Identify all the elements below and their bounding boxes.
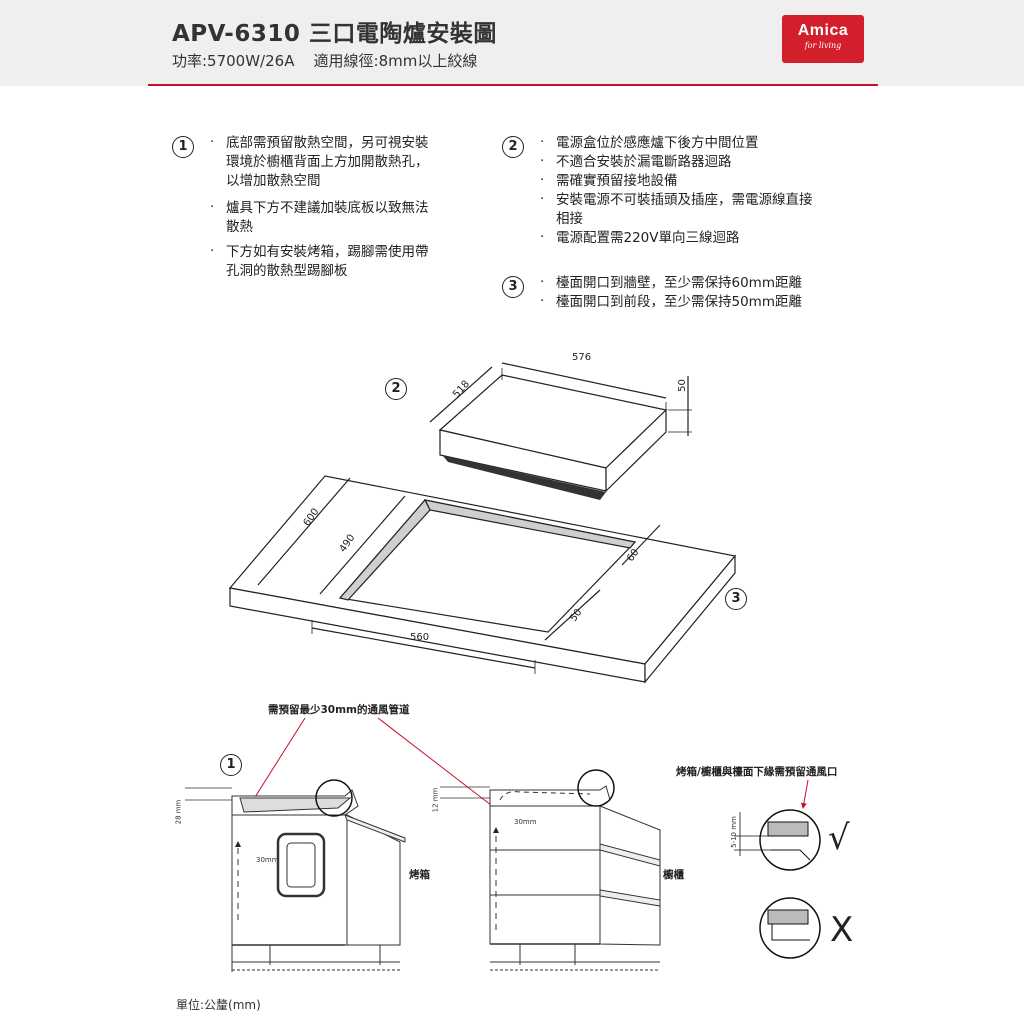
bullet: · <box>540 134 545 150</box>
vent-detail-ng <box>759 897 821 959</box>
dim-28mm: 28 mm <box>174 799 183 825</box>
note-1-item-3: 下方如有安裝烤箱，踢腳需使用帶 孔洞的散熱型踢腳板 <box>226 243 429 281</box>
logo-tagline: for living <box>804 41 842 50</box>
bullet: · <box>210 243 215 259</box>
ng-mark: X <box>830 910 854 950</box>
cabinet-install-drawing <box>440 769 661 971</box>
vent-detail-ok <box>734 809 821 871</box>
dim-hob-width: 576 <box>572 352 592 363</box>
oven-label: 烤箱 <box>409 869 430 881</box>
note-2-marker: 2 <box>502 136 524 158</box>
note-1-item-1: 底部需預留散熱空間，另可視安裝 環境於櫥櫃背面上方加開散熱孔， 以增加散熱空間 <box>226 134 429 191</box>
amica-logo: Amica for living <box>782 15 864 63</box>
note-3-item-2: 檯面開口到前段，至少需保持50mm距離 <box>556 294 802 310</box>
dim-cutout-width: 560 <box>410 632 430 643</box>
line: 安裝電源不可裝插頭及插座，需電源線直接 <box>556 192 813 208</box>
ok-mark: √ <box>828 818 850 858</box>
header-divider <box>148 84 878 86</box>
bullet: · <box>540 274 545 290</box>
hob-marker: 2 <box>385 378 407 400</box>
dim-30mm-oven: 30mm <box>256 856 279 864</box>
note-3-item-1: 檯面開口到牆壁，至少需保持60mm距離 <box>556 275 802 291</box>
cabinet-label: 櫥櫃 <box>663 869 684 881</box>
oven-install-drawing <box>185 779 406 972</box>
note-3-marker: 3 <box>502 276 524 298</box>
bullet: · <box>210 199 215 215</box>
bullet: · <box>540 172 545 188</box>
note-2-item-5: 電源配置需220V單向三線迴路 <box>556 230 740 246</box>
line: 以增加散熱空間 <box>226 173 321 189</box>
page-title: APV-6310 三口電陶爐安裝圖 <box>172 21 497 47</box>
dim-hob-height: 50 <box>676 379 688 392</box>
dim-12mm: 12 mm <box>431 787 440 813</box>
line: 相接 <box>556 211 583 227</box>
note-1-marker: 1 <box>172 136 194 158</box>
duct-note: 需預留最少30mm的通風管道 <box>268 704 410 716</box>
vent-marker: 1 <box>220 754 242 776</box>
logo-brand: Amica <box>797 22 849 39</box>
bullet: · <box>540 229 545 245</box>
line: 環境於櫥櫃背面上方加開散熱孔， <box>226 154 429 170</box>
line: 爐具下方不建議加裝底板以致無法 <box>226 200 429 216</box>
bullet: · <box>210 134 215 150</box>
dim-30mm-cabinet: 30mm <box>514 818 537 826</box>
note-2-item-2: 不適合安裝於漏電斷路器迴路 <box>556 154 732 170</box>
vent-note: 烤箱/櫥櫃與檯面下緣需預留通風口 <box>676 766 838 778</box>
counter-marker: 3 <box>725 588 747 610</box>
note-2-item-1: 電源盒位於感應爐下後方中間位置 <box>556 135 759 151</box>
bullet: · <box>540 293 545 309</box>
bullet: · <box>540 153 545 169</box>
line: 孔洞的散熱型踢腳板 <box>226 263 348 279</box>
unit-note: 單位:公釐(mm) <box>176 998 261 1012</box>
line: 散熱 <box>226 219 253 235</box>
hob-drawing <box>429 362 692 500</box>
dim-gap: 5-10 mm <box>729 816 738 848</box>
page-subtitle: 功率:5700W/26A 適用線徑:8mm以上絞線 <box>172 52 478 70</box>
countertop-drawing <box>228 475 737 684</box>
note-2-item-3: 需確實預留接地設備 <box>556 173 678 189</box>
bullet: · <box>540 191 545 207</box>
note-1-item-2: 爐具下方不建議加裝底板以致無法 散熱 <box>226 199 429 237</box>
line: 下方如有安裝烤箱，踢腳需使用帶 <box>226 244 429 260</box>
note-2-item-4: 安裝電源不可裝插頭及插座，需電源線直接 相接 <box>556 191 813 229</box>
line: 底部需預留散熱空間，另可視安裝 <box>226 135 429 151</box>
